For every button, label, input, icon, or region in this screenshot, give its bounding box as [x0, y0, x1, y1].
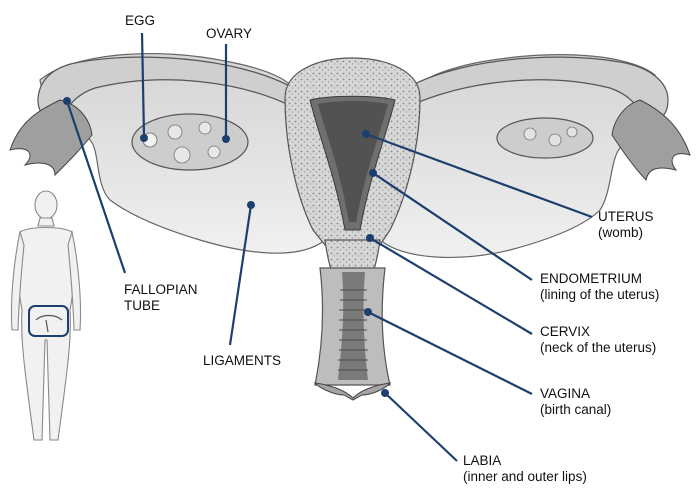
label-uterus-desc: (womb) — [598, 225, 654, 241]
label-egg: EGG — [125, 13, 155, 29]
label-ligaments: LIGAMENTS — [203, 353, 281, 369]
label-vagina-desc: (birth canal) — [540, 402, 611, 418]
label-labia: LABIA (inner and outer lips) — [463, 453, 587, 485]
label-fallopian-line2: TUBE — [124, 298, 198, 314]
label-labia-desc: (inner and outer lips) — [463, 469, 587, 485]
label-ovary: OVARY — [206, 26, 252, 42]
label-cervix: CERVIX (neck of the uterus) — [540, 324, 656, 356]
label-endometrium-name: ENDOMETRIUM — [540, 271, 659, 287]
right-fimbriae — [612, 100, 690, 180]
label-cervix-desc: (neck of the uterus) — [540, 340, 656, 356]
label-labia-name: LABIA — [463, 453, 587, 469]
right-ovary — [497, 118, 593, 158]
leader-labia — [385, 393, 457, 461]
label-fallopian-tube: FALLOPIAN TUBE — [124, 282, 198, 314]
label-vagina: VAGINA (birth canal) — [540, 386, 611, 418]
label-uterus: UTERUS (womb) — [598, 209, 654, 241]
label-vagina-name: VAGINA — [540, 386, 611, 402]
label-endometrium: ENDOMETRIUM (lining of the uterus) — [540, 271, 659, 303]
label-cervix-name: CERVIX — [540, 324, 656, 340]
label-uterus-name: UTERUS — [598, 209, 654, 225]
label-endometrium-desc: (lining of the uterus) — [540, 287, 659, 303]
label-fallopian-line1: FALLOPIAN — [124, 282, 198, 298]
leader-vagina — [368, 312, 532, 394]
